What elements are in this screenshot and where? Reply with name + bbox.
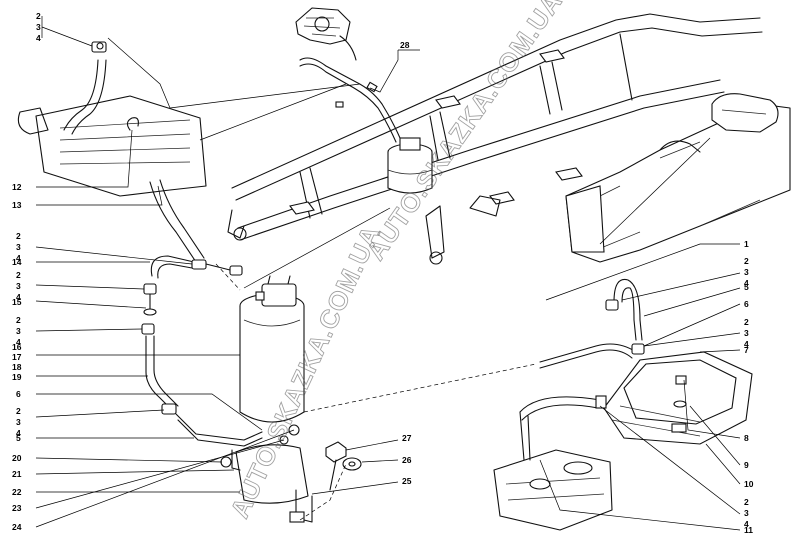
callout-23: 23: [12, 503, 22, 513]
callout-2: 2: [16, 315, 21, 325]
hose-14: [150, 255, 243, 279]
callout-2: 2: [744, 256, 749, 266]
callout-6: 6: [16, 389, 21, 399]
callout-3: 3: [16, 242, 21, 252]
callout-3: 3: [744, 328, 749, 338]
callout-2: 2: [16, 270, 21, 280]
callout-26: 26: [402, 455, 412, 465]
callout-3: 3: [16, 417, 21, 427]
callout-3: 3: [744, 267, 749, 277]
hose-12-13: [63, 41, 205, 263]
callout-11: 11: [744, 525, 753, 535]
callout-2: 2: [744, 317, 749, 327]
dashed-reference-lines: [215, 263, 537, 521]
leader-lines: [35, 16, 741, 531]
callout-4: 4: [16, 337, 21, 347]
vehicle-frame: [227, 13, 763, 265]
callout-3: 3: [16, 281, 21, 291]
callout-4: 4: [744, 339, 749, 349]
callout-1: 1: [744, 239, 749, 249]
callout-20: 20: [12, 453, 22, 463]
callout-10: 10: [744, 479, 754, 489]
callout-5: 5: [744, 282, 749, 292]
callout-12: 12: [12, 182, 22, 192]
callout-labels: 2 3 4 12 13 2 3 4 14 2 3 4 15 2 3 4 16 1…: [12, 11, 754, 535]
radiator-assembly: [17, 95, 207, 197]
callout-9: 9: [744, 460, 749, 470]
callout-3: 3: [16, 326, 21, 336]
fuel-pump-cover: [603, 351, 753, 445]
callout-27: 27: [402, 433, 412, 443]
hose-5-6-right: [539, 278, 645, 369]
callout-17: 17: [12, 352, 22, 362]
callout-16: 16: [12, 342, 22, 352]
callout-2: 2: [36, 11, 41, 21]
callout-2: 2: [16, 231, 21, 241]
callout-14: 14: [12, 257, 22, 267]
callout-4: 4: [36, 33, 41, 43]
callout-18: 18: [12, 362, 22, 372]
callout-2: 2: [16, 406, 21, 416]
callout-22: 22: [12, 487, 22, 497]
bolt-27: [325, 441, 347, 491]
callout-8: 8: [744, 433, 749, 443]
callout-7: 7: [744, 345, 749, 355]
charcoal-canister: [239, 275, 305, 423]
vent-hose-28: [299, 57, 401, 143]
canister-installed: [387, 137, 433, 194]
callout-4: 4: [744, 278, 749, 288]
callout-25: 25: [402, 476, 412, 486]
watermark: AUTO.SKAZKA.COM.UA AUTO.SKAZKA.COM.UA ON…: [224, 0, 633, 523]
callout-19: 19: [12, 372, 22, 382]
callout-6: 6: [744, 299, 749, 309]
washer-26: [342, 457, 362, 471]
callout-3: 3: [744, 508, 749, 518]
fitting-15: [143, 283, 157, 316]
callout-13: 13: [12, 200, 22, 210]
callout-28: 28: [400, 40, 410, 50]
callout-5: 5: [16, 433, 21, 443]
callout-3: 3: [36, 22, 41, 32]
hose-16-19: [141, 323, 263, 447]
fuel-pump-module: [493, 395, 613, 531]
callout-4: 4: [744, 519, 749, 529]
callout-2: 2: [744, 497, 749, 507]
engine-throttle-body: [295, 7, 357, 61]
callout-4: 4: [16, 428, 21, 438]
callout-4: 4: [16, 253, 21, 263]
callout-24: 24: [12, 522, 22, 532]
callout-4: 4: [16, 292, 21, 302]
callout-21: 21: [12, 469, 22, 479]
fuel-tank: [565, 93, 791, 263]
callout-15: 15: [12, 297, 22, 307]
